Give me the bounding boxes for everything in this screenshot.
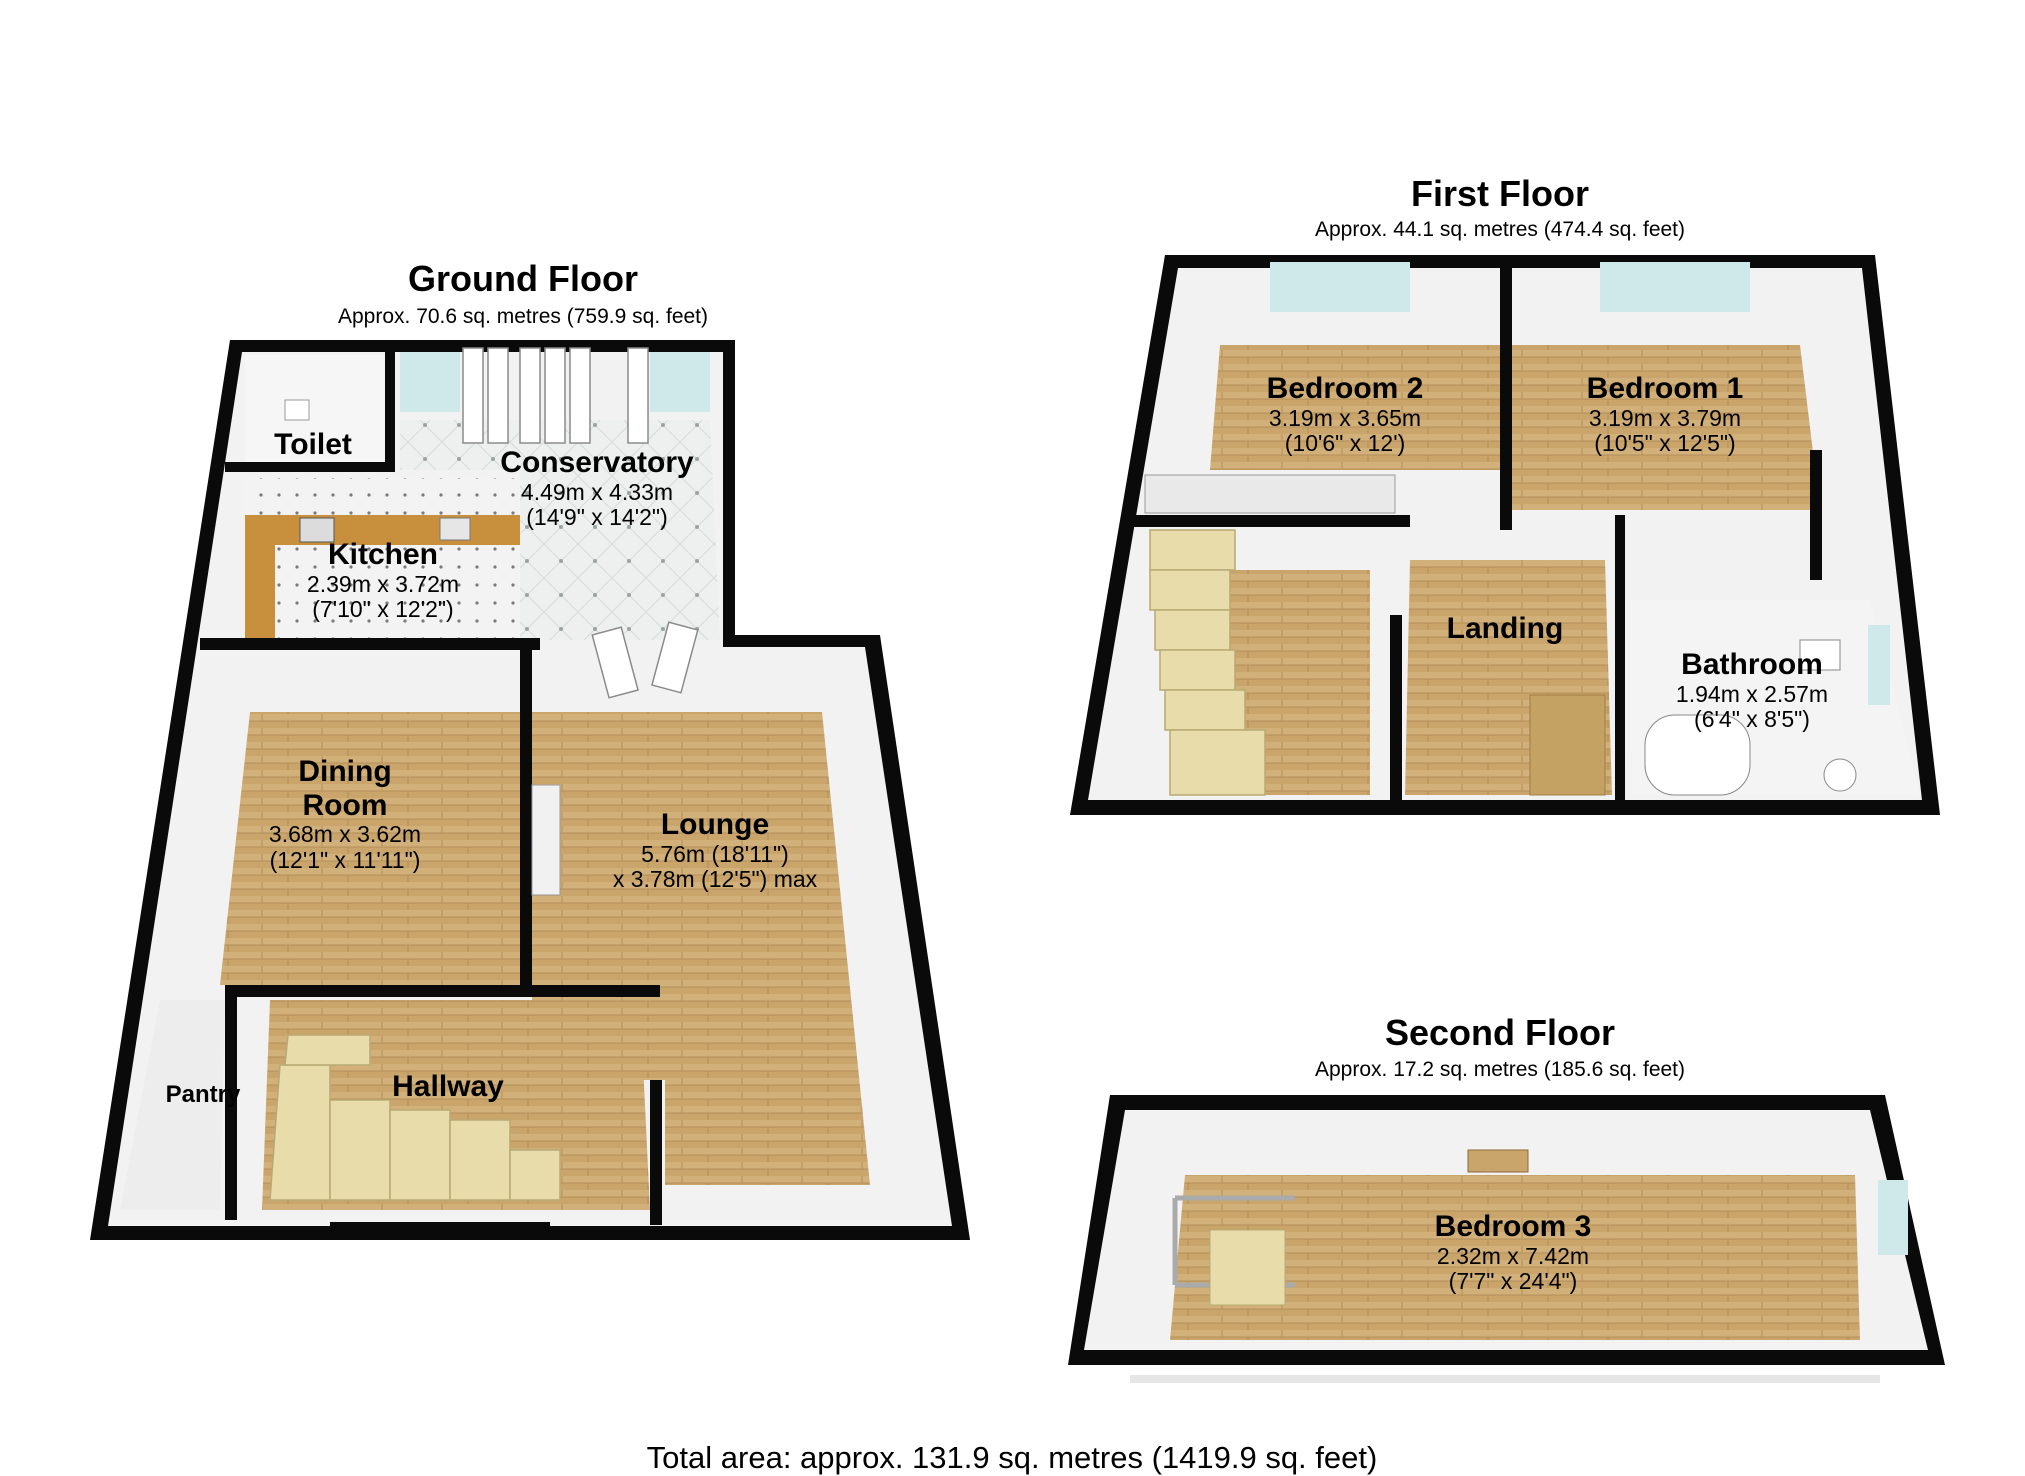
bedroom-divider-wall [1500,268,1512,530]
room-conservatory-imperial: (14'9" x 14'2") [526,504,668,531]
room-bedroom2-imperial: (10'6" x 12') [1284,430,1406,457]
first-floor-area: Approx. 44.1 sq. metres (474.4 sq. feet) [1314,218,1686,241]
bedroom3-stairwell [1209,1229,1286,1306]
bedroom3-floor [1170,1175,1860,1340]
conservatory-bifold-doors-icon [462,347,649,444]
room-bedroom3-name: Bedroom 3 [1434,1210,1592,1243]
room-kitchen: Kitchen 2.39m x 3.72m (7'10" x 12'2") [307,538,459,623]
room-bathroom-metric: 1.94m x 2.57m [1675,680,1829,707]
stair-landing-wall [1390,615,1402,810]
room-lounge-line2: x 3.78m (12'5") max [612,866,818,893]
first-stair-wall [1130,515,1410,527]
room-conservatory: Conservatory 4.49m x 4.33m (14'9" x 14'2… [500,446,693,531]
second-floor-title: Second Floor [1384,1012,1616,1053]
landing-hatch-icon [1529,694,1606,796]
room-dining-imperial: (12'1" x 11'11") [269,846,421,873]
bedroom2-window [1270,262,1410,312]
first-floor-stairs-icon [1149,529,1266,796]
bathroom-bath-icon [1644,714,1751,796]
hallway-stairs-icon [269,1034,561,1201]
room-bedroom3-metric: 2.32m x 7.42m [1436,1242,1590,1269]
bathroom-wall [1615,515,1625,810]
room-bedroom1-name: Bedroom 1 [1586,372,1744,405]
room-lounge-name: Lounge [660,808,770,841]
room-toilet: Toilet [274,428,352,462]
room-conservatory-metric: 4.49m x 4.33m [520,478,674,505]
toilet-partition [385,345,395,470]
room-bedroom2-name: Bedroom 2 [1266,372,1424,405]
room-dining-name-line2: Room [302,788,388,822]
dining-lounge-partition [520,640,532,985]
room-dining-name-line1: Dining [298,755,392,788]
room-bedroom3-imperial: (7'7" x 24'4") [1448,1268,1578,1295]
second-floor-base-shadow [1130,1375,1880,1383]
toilet-wall [225,462,395,472]
room-lounge: Lounge 5.76m (18'11") x 3.78m (12'5") ma… [613,808,817,893]
dining-room-floor [220,712,520,985]
room-hallway-name: Hallway [392,1070,504,1103]
kitchen-counter-top [245,515,520,545]
room-kitchen-metric: 2.39m x 3.72m [306,570,460,597]
ground-floor-plan [90,340,970,1240]
room-bathroom-name: Bathroom [1681,648,1823,681]
room-landing-name: Landing [1446,612,1564,645]
hallway-wall-top [230,985,660,997]
lounge-fireplace-icon [531,784,561,896]
ground-mid-wall [200,638,540,650]
room-conservatory-name: Conservatory [500,446,694,479]
room-bedroom1-imperial: (10'5" x 12'5") [1594,430,1736,457]
bedroom2-wardrobe [1144,474,1396,514]
bedroom3-skylight [1467,1149,1529,1173]
hallway-front-door [330,1222,550,1238]
room-dining: Dining Room 3.68m x 3.62m (12'1" x 11'11… [269,755,421,874]
kitchen-sink-icon [439,517,471,541]
kitchen-hob-icon [299,517,335,543]
room-bedroom3: Bedroom 3 2.32m x 7.42m (7'7" x 24'4") [1435,1210,1592,1295]
ground-floor-title: Ground Floor [408,258,638,299]
hallway-lounge-wall [650,1080,662,1225]
conservatory-floor [400,420,720,640]
room-pantry: Pantry [165,1081,241,1109]
room-landing: Landing [1447,612,1564,646]
bathroom-toilet-icon [1823,758,1857,792]
kitchen-floor [245,478,520,638]
room-bathroom: Bathroom 1.94m x 2.57m (6'4" x 8'5") [1676,648,1828,733]
pantry-floor [120,1000,225,1210]
toilet-basin-icon [284,399,310,421]
toilet-floor [245,355,385,465]
lounge-french-doors-icon [591,621,699,699]
room-toilet-name: Toilet [274,428,352,461]
bedroom3-window [1878,1180,1908,1255]
room-bedroom2-metric: 3.19m x 3.65m [1268,404,1422,431]
room-bedroom2: Bedroom 2 3.19m x 3.65m (10'6" x 12') [1267,372,1424,457]
room-bedroom1-metric: 3.19m x 3.79m [1588,404,1742,431]
bathroom-basin-icon [1799,639,1841,671]
room-bedroom1: Bedroom 1 3.19m x 3.79m (10'5" x 12'5") [1587,372,1744,457]
total-area: Total area: approx. 131.9 sq. metres (14… [646,1440,1378,1475]
room-dining-metric: 3.68m x 3.62m [268,821,422,848]
bedroom1-cupboard-wall [1810,450,1822,580]
bathroom-window [1868,625,1890,705]
bedroom2-floor [1210,345,1500,470]
first-floor-plan [1070,255,1940,815]
room-lounge-line1: 5.76m (18'11") [641,840,789,867]
bedroom1-window [1600,262,1750,312]
room-pantry-name: Pantry [165,1081,241,1108]
room-kitchen-name: Kitchen [327,538,439,571]
room-bathroom-imperial: (6'4" x 8'5") [1694,706,1810,733]
conservatory-window-left [400,352,460,412]
room-hallway: Hallway [392,1070,504,1104]
bedroom1-floor [1512,345,1820,510]
conservatory-window-right [650,352,710,412]
ground-floor-area: Approx. 70.6 sq. metres (759.9 sq. feet) [337,305,709,328]
first-floor-title: First Floor [1411,173,1589,214]
second-floor-plan [1068,1095,1945,1383]
pantry-wall [225,985,237,1220]
second-floor-area: Approx. 17.2 sq. metres (185.6 sq. feet) [1314,1058,1686,1081]
room-kitchen-imperial: (7'10" x 12'2") [312,596,454,623]
